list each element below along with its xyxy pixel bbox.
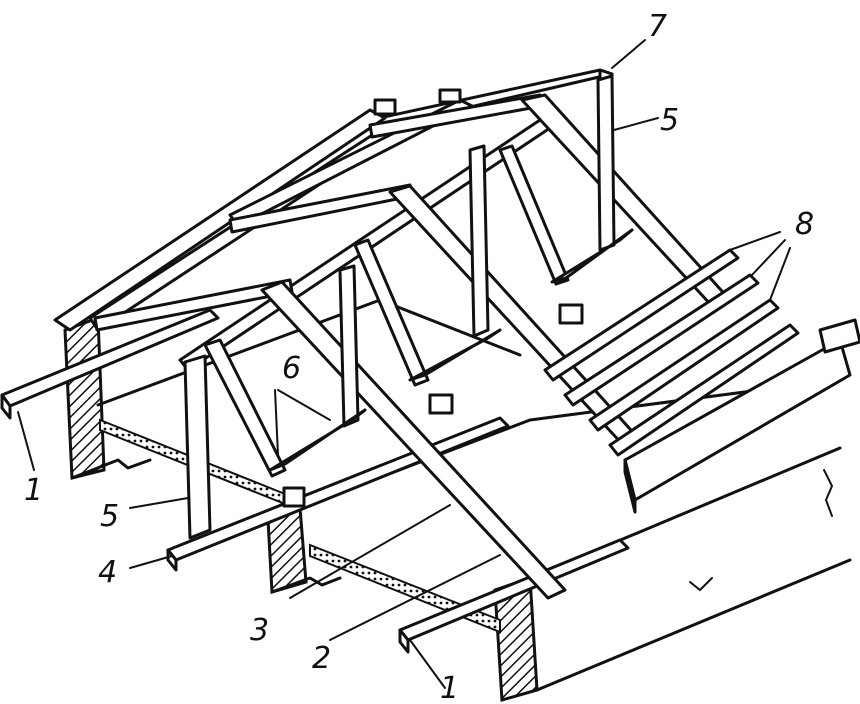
post-back-right: [596, 74, 616, 252]
rafter-front: [260, 280, 567, 600]
battens: [543, 248, 800, 457]
label-5-left: 5: [100, 499, 119, 534]
label-1-front: 1: [440, 671, 459, 704]
left-mauerlat: [0, 308, 220, 420]
label-3: 3: [250, 613, 269, 648]
label-6: 6: [282, 351, 301, 386]
posts: [183, 74, 616, 540]
support-blocks: [282, 88, 584, 508]
callout-labels: 1 1 2 3 4 5 5 6 7 8: [24, 9, 814, 704]
post-front-left: [183, 354, 212, 540]
label-5-right: 5: [660, 103, 679, 138]
label-4: 4: [98, 555, 117, 590]
label-7: 7: [648, 9, 667, 44]
struts: [203, 144, 634, 478]
right-eave-block: [623, 318, 860, 514]
leader-lines: [17, 39, 791, 689]
left-wall: [63, 315, 106, 480]
label-2: 2: [312, 641, 331, 676]
label-8: 8: [795, 207, 814, 242]
label-1-left: 1: [24, 473, 43, 508]
purlins: [93, 93, 544, 332]
floor-slab-front: [309, 543, 501, 634]
